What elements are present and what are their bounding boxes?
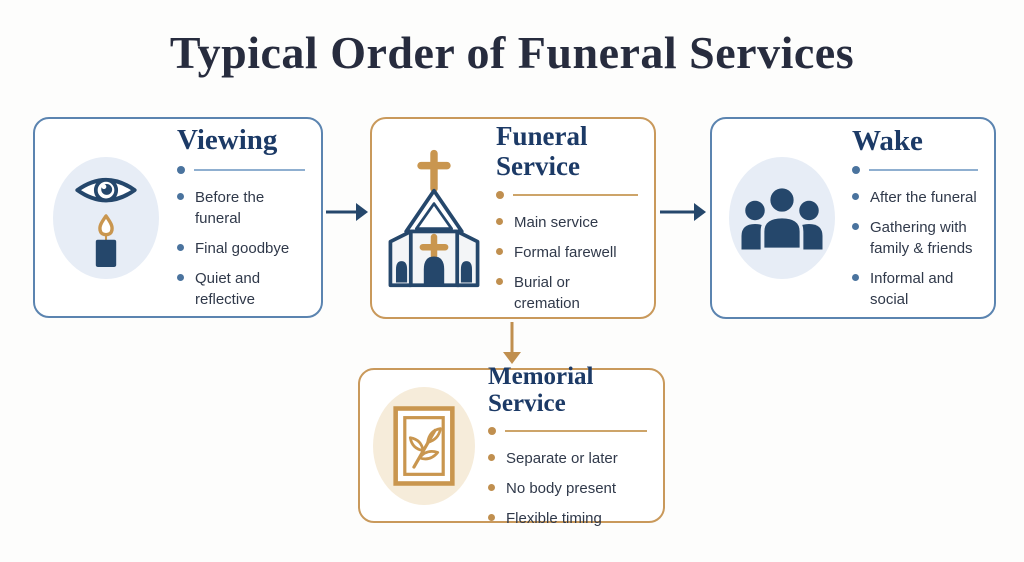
wake-bullet-list: After the funeral Gathering with family … <box>852 187 978 310</box>
card-wake: Wake After the funeral Gathering with fa… <box>710 117 996 319</box>
viewing-bullet-list: Before the funeral Final goodbye Quiet a… <box>177 187 305 310</box>
divider <box>488 426 647 435</box>
divider <box>496 190 638 199</box>
list-item: Main service <box>496 212 638 233</box>
list-item: Before the funeral <box>177 187 305 229</box>
icon-circle-background <box>729 157 835 279</box>
list-item: Formal farewell <box>496 242 638 263</box>
divider <box>177 165 305 174</box>
icon-circle-background <box>373 386 475 505</box>
wake-icon-area <box>712 157 852 279</box>
memorial-icon-area <box>360 386 488 505</box>
memorial-bullet-list: Separate or later No body present Flexib… <box>488 448 647 529</box>
group-of-people-icon <box>741 184 823 252</box>
card-title-funeral-service: Funeral Service <box>496 121 588 181</box>
card-viewing: Viewing Before the funeral Final goodbye… <box>33 117 323 318</box>
list-item: Quiet and reflective <box>177 268 305 310</box>
funeral-icon-area <box>372 143 496 293</box>
framed-leaf-picture-icon <box>393 405 455 486</box>
card-funeral-service: Funeral Service Main service Formal fare… <box>370 117 656 319</box>
list-item: No body present <box>488 478 647 499</box>
viewing-icon-area <box>35 156 177 279</box>
list-item: Separate or later <box>488 448 647 469</box>
eye-and-candle-icon <box>75 177 137 267</box>
card-title-wake: Wake <box>852 124 923 157</box>
card-memorial-service: Memorial Service Separate or later No bo… <box>358 363 665 527</box>
divider <box>852 166 978 175</box>
funeral-bullet-list: Main service Formal farewell Burial or c… <box>496 212 638 314</box>
down-arrow-icon <box>503 322 521 364</box>
card-title-viewing: Viewing <box>177 124 278 157</box>
list-item: Burial or cremation <box>496 272 638 314</box>
list-item: Informal and social <box>852 268 978 310</box>
list-item: After the funeral <box>852 187 978 208</box>
page-title: Typical Order of Funeral Services <box>169 27 855 78</box>
list-item: Flexible timing <box>488 508 647 529</box>
icon-circle-background <box>53 156 159 279</box>
list-item: Gathering with family & friends <box>852 217 978 259</box>
right-arrow-icon <box>326 203 368 221</box>
card-title-memorial-service: Memorial Service <box>488 362 594 418</box>
right-arrow-icon <box>660 203 706 221</box>
church-icon <box>388 149 480 288</box>
list-item: Final goodbye <box>177 238 305 259</box>
